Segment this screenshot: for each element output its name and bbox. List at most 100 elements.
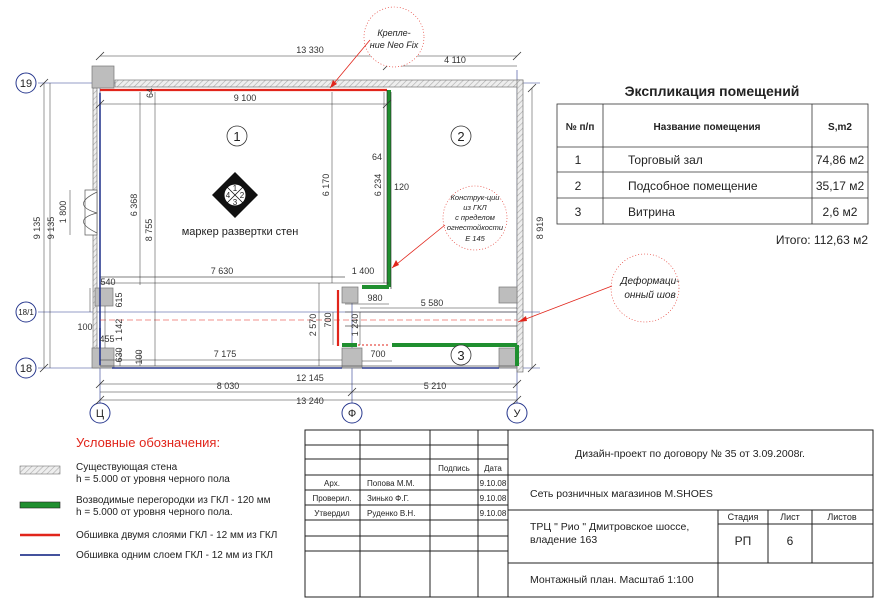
stamp-col-sign: Подпись [438,464,470,473]
legend-item-label: Обшивка двумя слоями ГКЛ - 12 мм из ГКЛ [76,529,277,541]
svg-text:Ф: Ф [348,408,356,420]
svg-text:Конструк-ции: Конструк-ции [451,193,501,202]
svg-text:7 630: 7 630 [211,266,234,276]
stamp-location-line1: ТРЦ " Рио " Дмитровское шоссе, [530,521,689,533]
legend-title: Условные обозначения: [76,435,220,450]
svg-text:Проверил.: Проверил. [312,494,351,503]
svg-text:Зинько Ф.Г.: Зинько Ф.Г. [367,494,409,503]
axis-bubble-19: 19 [15,72,37,94]
svg-text:540: 540 [100,277,115,287]
stamp-stage-header: Стадия [728,512,759,522]
stamp-sheet-title: Монтажный план. Масштаб 1:100 [530,574,694,586]
svg-text:2,6 м2: 2,6 м2 [823,205,858,219]
legend-item-label: Обшивка одним слоем ГКЛ - 12 мм из ГКЛ [76,549,273,561]
stamp-network: Сеть розничных магазинов M.SHOES [530,488,713,500]
svg-text:Деформаци-: Деформаци- [620,275,681,287]
svg-text:455: 455 [99,334,114,344]
axis-bubble-u: У [506,402,528,424]
stamp-sheets-header: Листов [827,512,856,522]
svg-text:64: 64 [145,88,155,98]
svg-text:1 142: 1 142 [114,319,124,342]
svg-text:8 755: 8 755 [144,219,154,242]
svg-text:6 234: 6 234 [373,174,383,197]
svg-text:онный шов: онный шов [624,290,675,301]
entrance-door [83,189,98,236]
svg-text:Е 145: Е 145 [465,234,485,243]
svg-text:Попова М.М.: Попова М.М. [367,479,415,488]
svg-text:64: 64 [372,152,382,162]
svg-text:1 240: 1 240 [350,314,360,337]
legend-swatch-gkl [19,501,61,509]
callout-neofix-line2: ние Neo Fix [370,40,419,50]
svg-text:2: 2 [240,191,245,200]
callout-neofix: Крепле- ние Neo Fix [329,6,425,89]
svg-text:с пределом: с пределом [455,213,495,222]
svg-text:630: 630 [114,347,124,362]
svg-text:3: 3 [233,198,238,207]
legend-item-label: h = 5.000 от уровня черного пола. [76,507,233,518]
svg-text:74,86 м2: 74,86 м2 [816,153,865,167]
svg-text:Руденко В.Н.: Руденко В.Н. [367,509,415,518]
explication-table [556,103,869,225]
table-row: 3 Витрина 2,6 м2 [575,205,858,219]
svg-text:100: 100 [134,349,144,364]
callout-construct: Конструк-ции из ГКЛ с пределом огнестойк… [391,185,508,269]
explication-title: Экспликация помещений [625,83,800,99]
svg-text:4 110: 4 110 [444,55,466,65]
svg-text:18: 18 [20,363,32,375]
svg-text:980: 980 [367,293,382,303]
callout-deform: Деформаци- онный шов [517,253,681,323]
svg-text:Подсобное помещение: Подсобное помещение [628,179,758,193]
svg-text:2: 2 [575,179,582,193]
svg-text:700: 700 [323,312,333,327]
svg-text:12 145: 12 145 [296,373,324,383]
columns [91,65,518,369]
axis-bubble-ef: Ф [341,402,363,424]
svg-text:5 210: 5 210 [424,381,447,391]
svg-text:Арх.: Арх. [324,479,340,488]
svg-text:9 135: 9 135 [32,217,42,240]
gkl-partitions [342,90,519,366]
dimension-lines [43,55,533,401]
svg-text:8 030: 8 030 [217,381,240,391]
svg-text:Торговый зал: Торговый зал [628,153,703,167]
legend-item-label: h = 5.000 от уровня черного пола [76,474,230,485]
svg-text:35,17 м2: 35,17 м2 [816,179,865,193]
stamp-col-date: Дата [484,464,502,473]
explication-total: Итого: 112,63 м2 [776,233,869,247]
sheathing-double-layer [100,88,387,346]
stamp-contract: Дизайн-проект по договору № 35 от 3.09.2… [575,448,805,460]
axis-bubble-18-1: 18/1 [15,301,37,323]
svg-text:5 580: 5 580 [421,298,444,308]
svg-text:2: 2 [457,129,464,144]
stamp-person-row: Арх. Попова М.М. 9.10.08 [324,479,507,488]
svg-text:2 570: 2 570 [308,314,318,337]
svg-text:Витрина: Витрина [628,205,675,219]
stamp-location-line2: владение 163 [530,534,597,546]
svg-text:615: 615 [114,292,124,307]
wall-marker-symbol: 1 2 3 4 [212,172,258,218]
header-name: Название помещения [654,122,761,133]
svg-text:9.10.08: 9.10.08 [480,494,507,503]
title-block [304,429,874,598]
callout-neofix-line1: Крепле- [377,28,410,38]
svg-text:100: 100 [77,322,92,332]
stamp-sheet-header: Лист [780,512,800,522]
table-row: 2 Подсобное помещение 35,17 м2 [575,179,865,193]
svg-text:6 170: 6 170 [321,174,331,197]
header-area: S,m2 [828,122,852,133]
svg-text:4: 4 [226,191,231,200]
stamp-stage-value: РП [735,534,752,548]
room-number-2: 2 [450,125,472,147]
svg-text:Ц: Ц [96,408,104,420]
svg-text:1 400: 1 400 [352,266,375,276]
svg-text:13 240: 13 240 [296,396,324,406]
stamp-sheet-value: 6 [787,534,794,548]
svg-text:8 919: 8 919 [535,217,545,240]
svg-text:120: 120 [394,182,409,192]
svg-text:огнестойкости: огнестойкости [447,223,504,232]
svg-text:7 175: 7 175 [214,349,237,359]
svg-text:из ГКЛ: из ГКЛ [463,203,487,212]
legend-swatch-existing-wall [19,465,61,475]
axis-bubble-18: 18 [15,357,37,379]
